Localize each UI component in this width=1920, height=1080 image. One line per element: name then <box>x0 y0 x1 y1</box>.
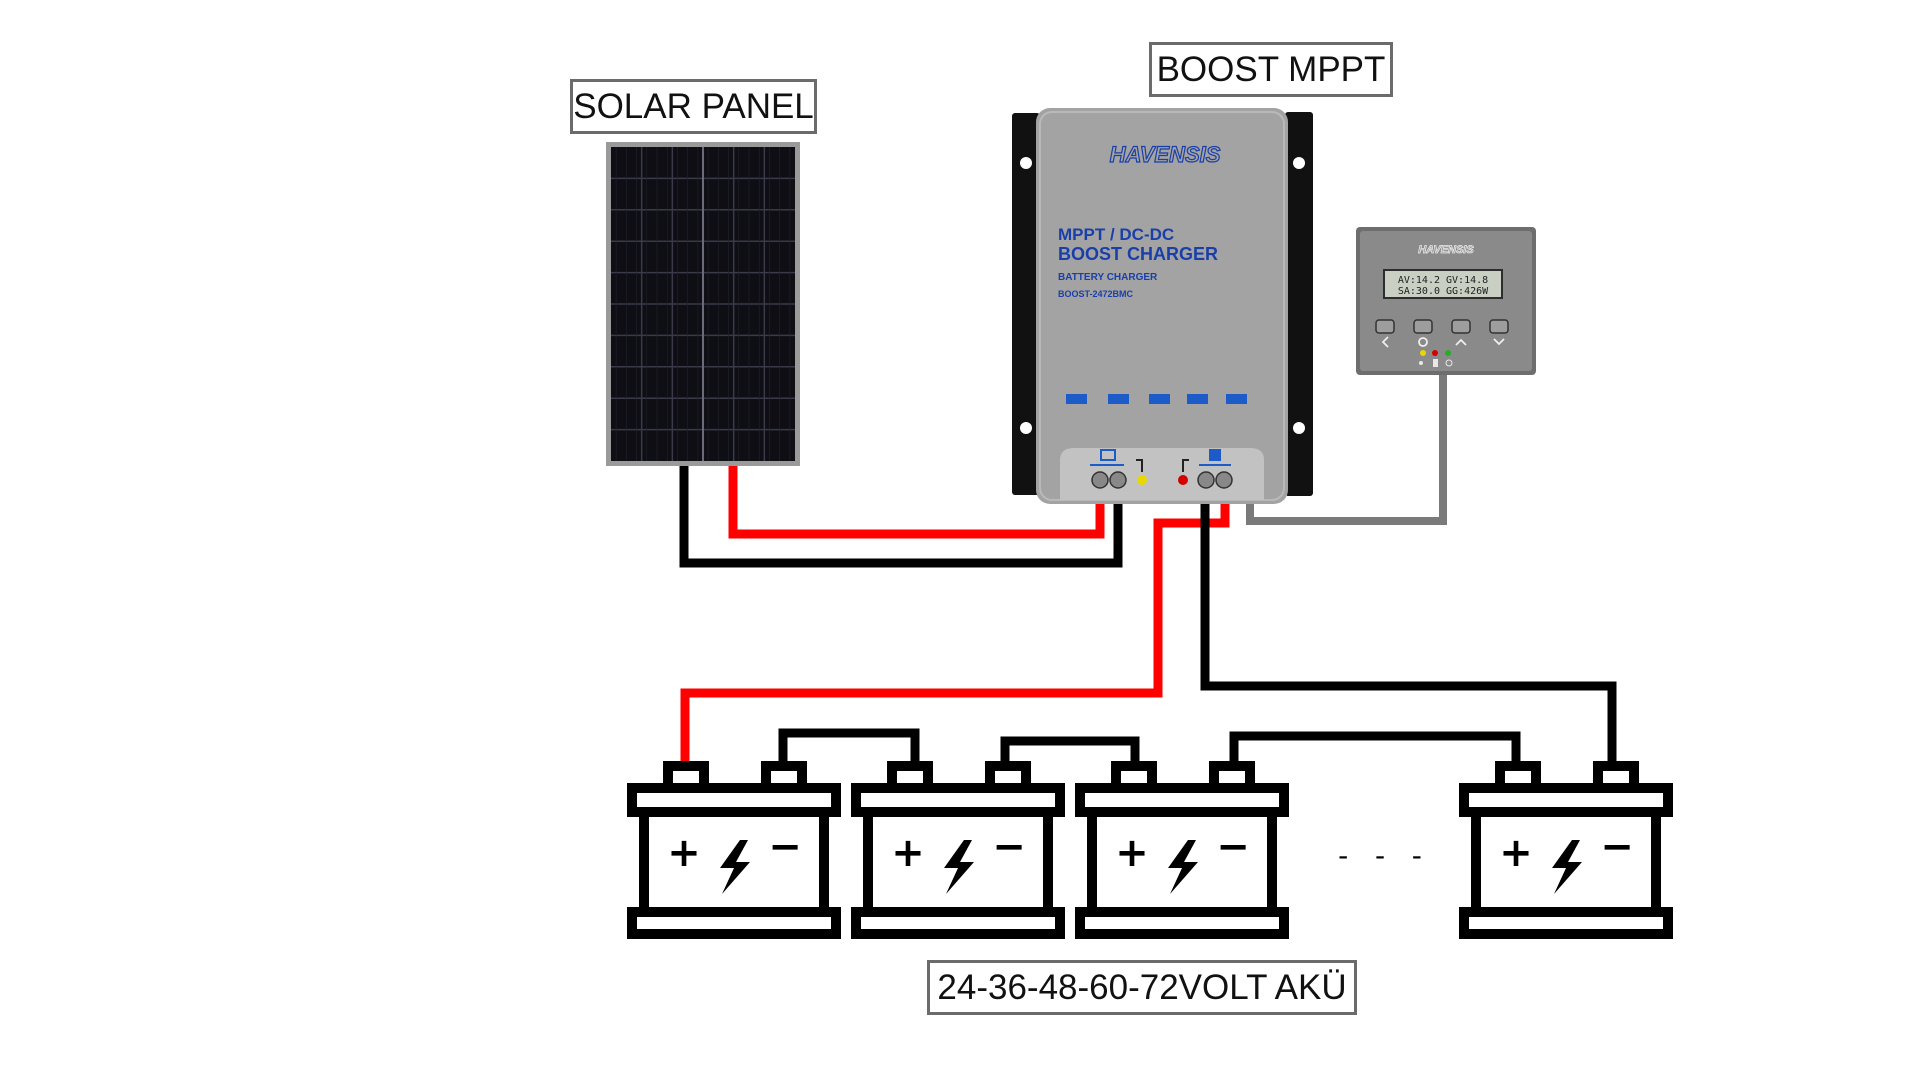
remote-led-yellow <box>1420 350 1426 356</box>
series-link-1-2 <box>778 728 920 766</box>
battery-3: +− <box>1075 761 1289 939</box>
lcd-screen <box>1383 269 1503 299</box>
battery-led-red <box>1178 475 1188 485</box>
chevron-up-icon <box>1455 338 1467 346</box>
solar-cell-grid <box>611 147 795 461</box>
mount-bracket-left <box>1012 113 1040 495</box>
series-link-3-n <box>1229 731 1521 766</box>
remote-communication-cable <box>1246 371 1447 525</box>
battery-terminal-positive <box>1197 471 1215 489</box>
lightning-bolt-icon <box>1168 840 1198 894</box>
chevron-left-icon <box>1381 336 1389 348</box>
remote-up-button[interactable] <box>1451 319 1471 334</box>
chevron-down-icon <box>1493 338 1505 346</box>
lcd-row-2: SA:30.0 GG:426W <box>1398 286 1489 297</box>
sun-small-icon <box>1445 359 1453 367</box>
controller-title-line1: MPPT / DC-DC <box>1058 225 1174 244</box>
mount-bracket-right <box>1285 112 1313 496</box>
boost-mppt-controller: HAVENSIS MPPT / DC-DC BOOST CHARGER BATT… <box>1012 108 1313 504</box>
status-indicator-2 <box>1108 394 1129 404</box>
controller-brand-logo: HAVENSIS <box>1110 142 1221 167</box>
controller-body <box>1036 108 1288 504</box>
wires <box>679 371 1617 766</box>
battery-plus-symbol: + <box>891 830 925 876</box>
solar-led-yellow <box>1137 475 1147 485</box>
battery-terminal-negative <box>1215 471 1233 489</box>
battery-1: +− <box>627 761 841 939</box>
remote-led-green <box>1445 350 1451 356</box>
battery-series-ellipsis: - - - <box>1338 839 1422 872</box>
status-indicator-5 <box>1226 394 1247 404</box>
solar-panel-label: SOLAR PANEL <box>570 79 817 134</box>
remote-led-red <box>1432 350 1438 356</box>
status-indicator-4 <box>1187 394 1208 404</box>
remote-ok-button[interactable] <box>1413 319 1433 334</box>
panel-small-icon <box>1419 361 1423 365</box>
battery-small-icon <box>1433 359 1438 367</box>
controller-title-line2: BOOST CHARGER <box>1058 244 1218 264</box>
lightning-bolt-icon <box>720 840 750 894</box>
remote-display-unit: HAVENSIS AV:14.2 GV:14.8 SA:30.0 GG:426W <box>1356 227 1536 375</box>
battery-output-icon <box>1199 449 1231 466</box>
lightning-bolt-icon <box>944 840 974 894</box>
battery-2: +− <box>851 761 1065 939</box>
solar-panel <box>606 142 800 466</box>
battery-4: +− <box>1459 761 1673 939</box>
battery-minus-symbol: − <box>1600 824 1634 870</box>
remote-brand-logo: HAVENSIS <box>1418 244 1474 256</box>
battery-plus-symbol: + <box>667 830 701 876</box>
solar-positive-wire <box>728 462 1105 539</box>
battery-plus-symbol: + <box>1115 830 1149 876</box>
battery-minus-symbol: − <box>992 824 1026 870</box>
remote-left-button[interactable] <box>1375 319 1395 334</box>
status-indicator-3 <box>1149 394 1170 404</box>
remote-down-button[interactable] <box>1489 319 1509 334</box>
lcd-row-1: AV:14.2 GV:14.8 <box>1398 275 1488 286</box>
series-link-2-3 <box>1000 736 1140 766</box>
lightning-bolt-icon <box>1552 840 1582 894</box>
controller-subtitle: BATTERY CHARGER <box>1058 272 1158 283</box>
ok-circle-icon <box>1418 337 1428 347</box>
solar-negative-wire <box>679 462 1123 568</box>
battery-plus-symbol: + <box>1499 830 1533 876</box>
boost-mppt-label: BOOST MPPT <box>1149 42 1393 97</box>
battery-minus-symbol: − <box>1216 824 1250 870</box>
status-indicator-1 <box>1066 394 1087 404</box>
solar-terminal-positive <box>1091 471 1109 489</box>
controller-model: BOOST-2472BMC <box>1058 289 1134 299</box>
battery-positive-wire <box>680 495 1230 766</box>
solar-input-icon <box>1090 449 1124 466</box>
battery-bank: +−+−+−+− <box>627 761 1673 939</box>
battery-bank-label: 24-36-48-60-72VOLT AKÜ <box>927 960 1357 1015</box>
battery-negative-wire <box>1200 495 1617 766</box>
solar-terminal-negative <box>1109 471 1127 489</box>
battery-minus-symbol: − <box>768 824 802 870</box>
